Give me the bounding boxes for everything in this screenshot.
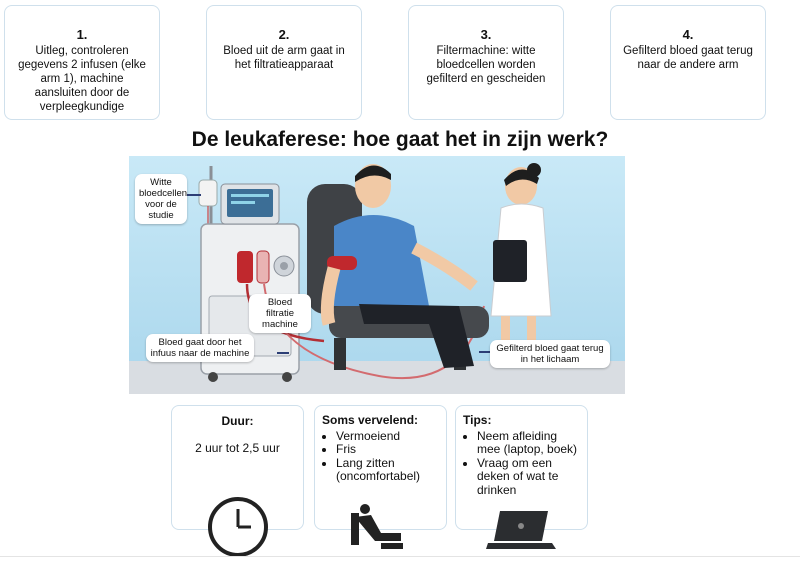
callout-filter-machine: Bloed filtratie machine bbox=[249, 294, 311, 333]
reclining-person-icon bbox=[351, 504, 403, 549]
step-4-card: 4. Gefilterd bloed gaat terug naar de an… bbox=[610, 5, 766, 120]
step-text: Filtermachine: witte bloedcellen worden … bbox=[426, 45, 546, 85]
step-text: Uitleg, controleren gegevens 2 infusen (… bbox=[18, 45, 146, 113]
step-1-card: 1. Uitleg, controleren gegevens 2 infuse… bbox=[4, 5, 160, 120]
page-title: De leukaferese: hoe gaat het in zijn wer… bbox=[191, 128, 609, 151]
step-number: 2. bbox=[278, 27, 290, 42]
duration-heading: Duur: bbox=[221, 414, 254, 428]
step-text: Bloed uit de arm gaat in het filtratieap… bbox=[223, 45, 345, 71]
inconveniences-card: Soms vervelend: Vermoeiend Fris Lang zit… bbox=[314, 405, 447, 549]
step-2-card: 2. Bloed uit de arm gaat in het filtrati… bbox=[206, 5, 362, 120]
duration-card: Duur: 2 uur tot 2,5 uur bbox=[171, 405, 304, 557]
tips-card: Tips: Neem afleiding mee (laptop, boek) … bbox=[455, 405, 588, 549]
inconveniences-heading: Soms vervelend: bbox=[322, 413, 419, 427]
divider bbox=[0, 556, 800, 557]
step-number: 1. bbox=[76, 27, 88, 42]
step-text: Gefilterd bloed gaat terug naar de ander… bbox=[623, 45, 753, 71]
inconveniences-list: Vermoeiend Fris Lang zitten (oncomfortab… bbox=[322, 429, 440, 484]
patient-icon bbox=[320, 164, 478, 368]
step-number: 4. bbox=[682, 27, 694, 42]
tips-heading: Tips: bbox=[463, 413, 492, 427]
tips-list: Neem afleiding mee (laptop, boek) Vraag … bbox=[463, 429, 581, 498]
callout-white-cells: Witte bloedcellen voor de studie bbox=[135, 174, 187, 224]
step-number: 3. bbox=[480, 27, 492, 42]
list-item: Fris bbox=[336, 442, 440, 457]
clock-icon bbox=[208, 497, 268, 557]
leukapheresis-illustration: Witte bloedcellen voor de studie Bloed f… bbox=[129, 156, 625, 394]
list-item: Lang zitten (oncomfortabel) bbox=[336, 456, 440, 484]
callout-blood-in: Bloed gaat door het infuus naar de machi… bbox=[146, 334, 254, 362]
list-item: Vraag om een deken of wat te drinken bbox=[477, 456, 581, 498]
step-3-card: 3. Filtermachine: witte bloedcellen word… bbox=[408, 5, 564, 120]
laptop-icon bbox=[486, 511, 556, 549]
callout-blood-back: Gefilterd bloed gaat terug in het lichaa… bbox=[490, 340, 610, 368]
duration-value: 2 uur tot 2,5 uur bbox=[195, 440, 280, 455]
list-item: Neem afleiding mee (laptop, boek) bbox=[477, 429, 581, 457]
list-item: Vermoeiend bbox=[336, 429, 440, 444]
